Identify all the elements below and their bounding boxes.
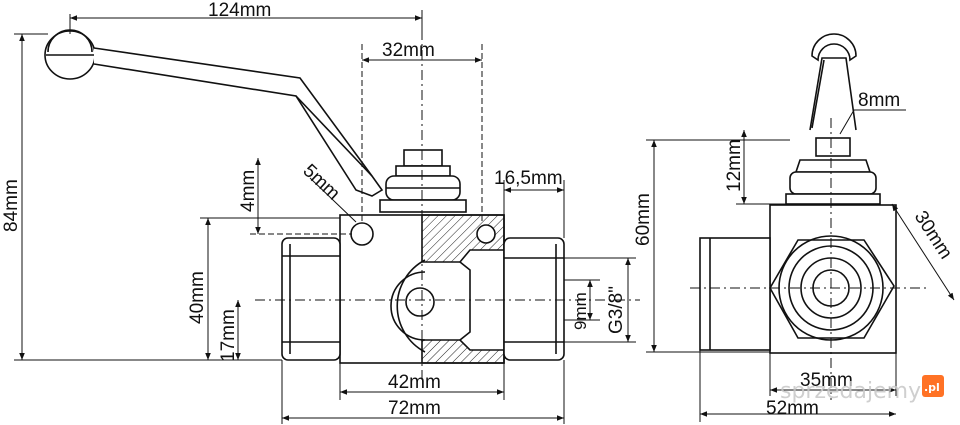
center-lines — [255, 30, 640, 380]
side-handle — [809, 33, 857, 131]
dim-84mm: 84mm — [1, 179, 22, 232]
handle — [44, 29, 384, 197]
side-view — [690, 33, 930, 400]
watermark-badge — [922, 375, 944, 397]
dim-42mm: 42mm — [388, 372, 441, 393]
watermark-badge-text: .pl — [924, 381, 940, 394]
dim-9mm: 9mm — [571, 292, 590, 330]
dim-124mm: 124mm — [208, 0, 271, 21]
left-port — [281, 237, 341, 361]
dim-32mm: 32mm — [382, 40, 435, 61]
dim-16-5mm: 16,5mm — [494, 168, 563, 189]
dim-35mm: 35mm — [800, 370, 853, 391]
dim-30mm: 30mm — [910, 207, 956, 263]
side-port — [699, 237, 771, 351]
dim-8mm: 8mm — [858, 90, 900, 111]
front-dimensions — [14, 10, 636, 424]
watermark: sprzedajemy .pl — [780, 375, 944, 404]
dim-5mm: 5mm — [299, 160, 344, 204]
dim-4mm: 4mm — [238, 170, 259, 212]
dim-12mm: 12mm — [724, 139, 745, 192]
right-port — [503, 237, 565, 361]
dim-72mm: 72mm — [388, 398, 441, 419]
stem-nut — [379, 149, 467, 213]
dim-52mm: 52mm — [766, 398, 819, 419]
dim-60mm: 60mm — [633, 193, 654, 246]
front-view — [44, 29, 640, 380]
side-center-lines — [690, 118, 930, 400]
ball — [390, 259, 435, 353]
watermark-text: sprzedajemy — [780, 379, 921, 404]
dim-17mm: 17mm — [218, 309, 239, 362]
dim-thread: G3/8" — [606, 286, 627, 334]
side-dimensions — [646, 109, 955, 422]
dim-40mm: 40mm — [187, 271, 208, 324]
side-nut — [785, 137, 881, 205]
